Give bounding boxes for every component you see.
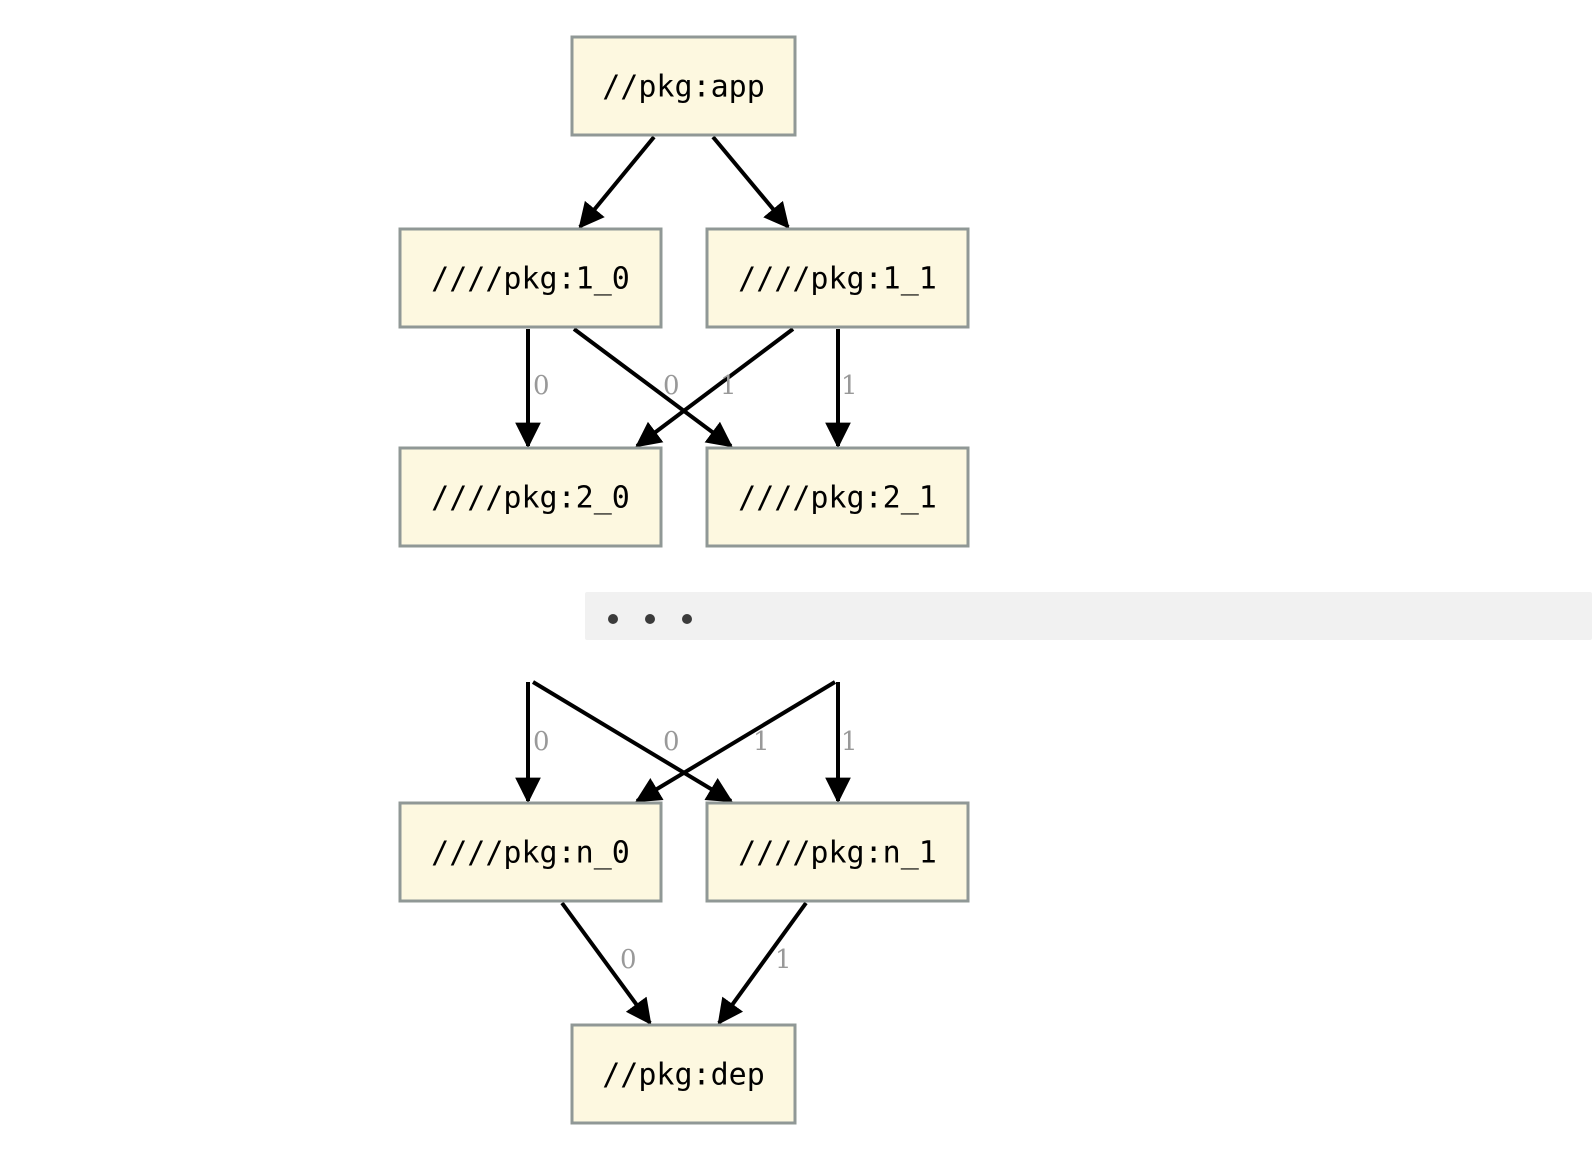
- edge-label-e-1_1-2_1: 1: [841, 371, 858, 401]
- nodes-layer: //pkg:app ////pkg:1_0 ////pkg:1_1 ////pkg:2…: [398, 35, 970, 1125]
- node-label-l2_0: ////pkg:2_0: [431, 481, 630, 516]
- node-box-l1_1[interactable]: [705, 227, 970, 329]
- edge-e-app-1_0: [578, 135, 656, 229]
- edge-label-e-n-n_0x: 1: [753, 727, 770, 757]
- node-label-ln_0: ////pkg:n_0: [431, 836, 630, 871]
- node-l2_1[interactable]: ////pkg:2_1: [705, 446, 970, 548]
- node-label-l1_1: ////pkg:1_1: [738, 262, 937, 297]
- edge-label-e-1_0-2_0: 0: [533, 371, 550, 401]
- ellipsis-dot: [608, 614, 618, 624]
- ellipsis-dot: [645, 614, 655, 624]
- edge-label-e-n-n_1x: 0: [663, 727, 680, 757]
- edge-e-n_1-dep: [717, 901, 808, 1025]
- node-l1_1[interactable]: ////pkg:1_1: [705, 227, 970, 329]
- node-box-ln_0[interactable]: [398, 801, 663, 903]
- node-l2_0[interactable]: ////pkg:2_0: [398, 446, 663, 548]
- edges-layer: [515, 135, 851, 1025]
- edge-label-e-n_0-dep: 0: [620, 945, 637, 975]
- node-label-dep: //pkg:dep: [602, 1058, 765, 1093]
- edge-label-e-1_0-2_1: 0: [663, 371, 680, 401]
- node-l1_0[interactable]: ////pkg:1_0: [398, 227, 663, 329]
- edge-labels-layer: 0 0 1 1 0 0 1 1 0 1: [533, 371, 858, 975]
- edge-label-e-1_1-2_0: 1: [720, 371, 737, 401]
- node-label-l2_1: ////pkg:2_1: [738, 481, 937, 516]
- edge-e-1_0-2_1: [572, 327, 733, 448]
- node-box-l1_0[interactable]: [398, 227, 663, 329]
- node-app[interactable]: //pkg:app: [570, 35, 797, 137]
- node-dep[interactable]: //pkg:dep: [570, 1023, 797, 1125]
- edge-label-e-n-n_1: 1: [841, 727, 858, 757]
- node-ln_0[interactable]: ////pkg:n_0: [398, 801, 663, 903]
- ellipsis-dot: [682, 614, 692, 624]
- edge-e-1_1-2_0: [635, 327, 795, 448]
- edge-e-app-1_1: [711, 135, 790, 229]
- edge-label-e-n_1-dep: 1: [775, 945, 792, 975]
- node-label-ln_1: ////pkg:n_1: [738, 836, 937, 871]
- ellipsis-layer: [585, 592, 1592, 640]
- edge-label-e-n-n_0: 0: [533, 727, 550, 757]
- node-box-l2_0[interactable]: [398, 446, 663, 548]
- ellipsis-band: [585, 592, 1592, 640]
- edge-e-n-n_0x: [635, 680, 837, 803]
- node-label-app: //pkg:app: [602, 70, 765, 105]
- node-box-l2_1[interactable]: [705, 446, 970, 548]
- node-box-dep[interactable]: [570, 1023, 797, 1125]
- node-box-app[interactable]: [570, 35, 797, 137]
- node-ln_1[interactable]: ////pkg:n_1: [705, 801, 970, 903]
- node-label-l1_0: ////pkg:1_0: [431, 262, 630, 297]
- node-box-ln_1[interactable]: [705, 801, 970, 903]
- edge-e-n_0-dep: [560, 901, 652, 1025]
- edge-e-n-n_1x: [531, 680, 733, 803]
